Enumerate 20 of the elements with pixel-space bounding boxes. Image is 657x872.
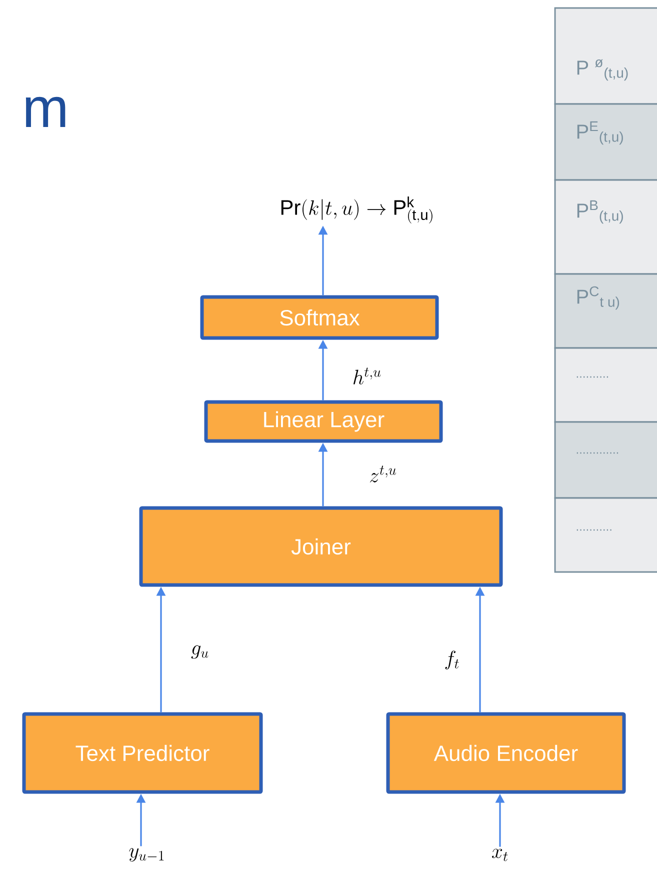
process-box: Linear Layer [204, 400, 443, 443]
input-symbol: $y_{u-1}$ [129, 848, 164, 862]
process-box: Audio Encoder [386, 712, 626, 794]
table-cell: ............. [554, 421, 657, 499]
edge-label: $h^{t,u}$ [351, 366, 383, 386]
table-cell: P$^{B}$(t,u) [554, 179, 657, 275]
table-cell: .......... [554, 347, 657, 423]
edge-label: $g_u$ [190, 644, 210, 660]
table-cell: P $^{ø}$(t,u) [554, 7, 657, 105]
edge-label: $f_t$ [443, 650, 461, 670]
process-box: Text Predictor [22, 712, 263, 794]
table-cell: P$^{C}$t u) [554, 273, 657, 349]
table-cell: ........... [554, 497, 657, 573]
process-box: Joiner [139, 506, 503, 587]
title-text: m [26, 96, 66, 128]
edge-label: $z^{t,u}$ [368, 464, 398, 484]
input-symbol: $x_t$ [492, 848, 508, 862]
process-box: Softmax [200, 295, 439, 340]
table-cell: P$^{E}$(t,u) [554, 103, 657, 181]
output-formula: $\mathrm{Pr}(k|t,u) \rightarrow \mathrm{P}^{\mathrm{k}}_{\mathrm{(t,u)}}$ [281, 196, 432, 224]
